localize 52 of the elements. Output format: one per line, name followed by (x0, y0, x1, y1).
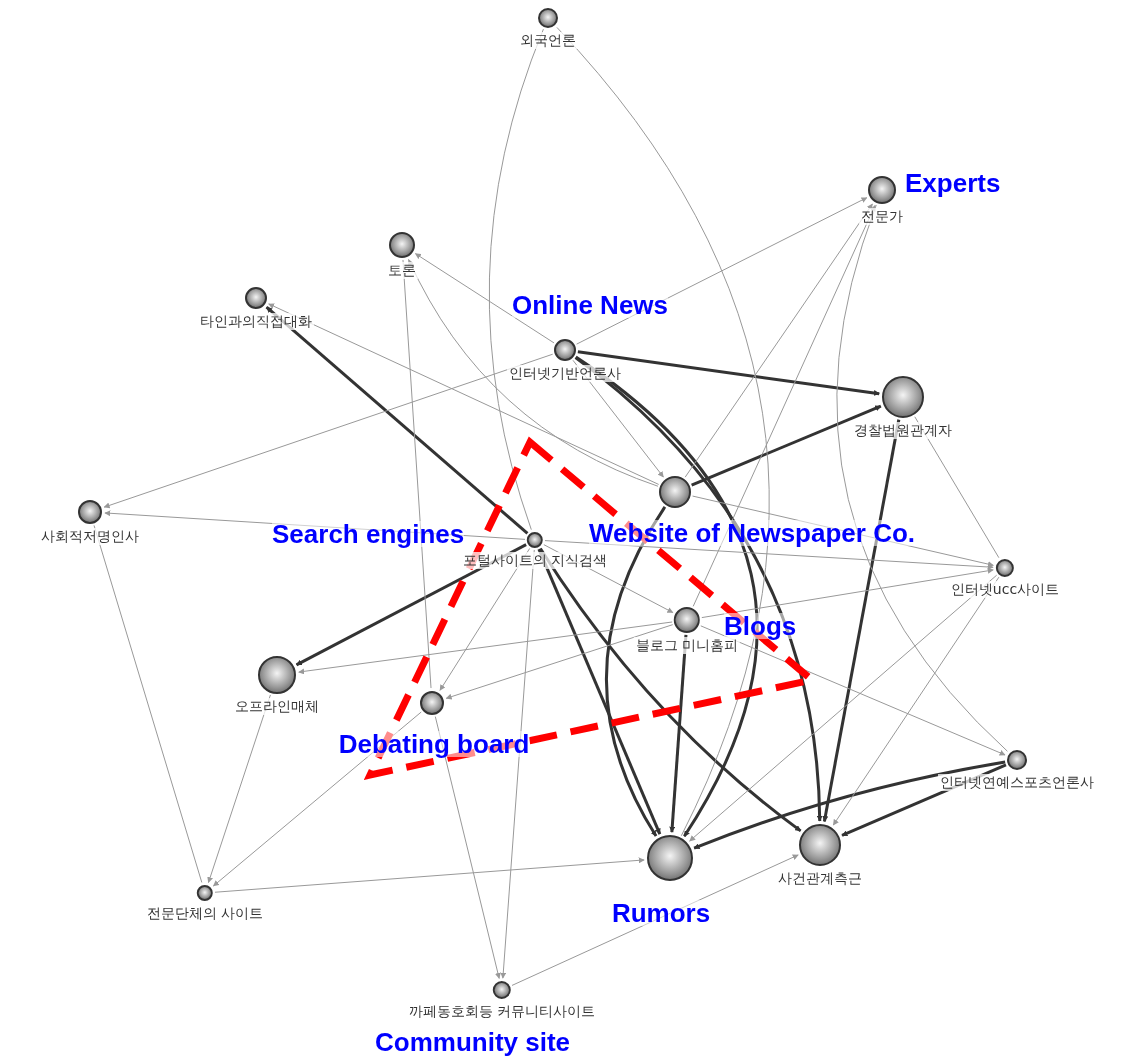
arrow (408, 259, 659, 487)
node-label: Website of Newspaper Co. (589, 520, 915, 546)
node-label: Rumors (611, 900, 711, 926)
arrow (500, 549, 535, 979)
arrow (298, 621, 673, 675)
node-label: 인터넷기반언론사 (507, 365, 623, 382)
arrow (574, 356, 823, 822)
node-label: 블로그 미니홈피 (633, 637, 741, 654)
node-label: 타인과의직접대화 (198, 313, 314, 330)
node-label: 경찰법원관계자 (852, 422, 954, 439)
arrow (212, 711, 422, 887)
arrow (605, 506, 667, 837)
arrow (700, 625, 1006, 756)
arrow (295, 543, 527, 667)
arrow (692, 204, 876, 607)
arrow (575, 355, 759, 838)
arrow (268, 303, 660, 485)
node-label: 사건관계측근 (776, 870, 864, 887)
arrow (822, 419, 901, 822)
arrow (265, 306, 529, 535)
arrow (576, 197, 868, 345)
arrow (692, 495, 994, 567)
node-label: 전문가 (859, 208, 905, 225)
arrow (689, 574, 998, 842)
annotation-label: Online News (512, 292, 669, 318)
arrow (207, 694, 271, 884)
arrow (214, 857, 645, 893)
arrow (684, 203, 873, 478)
annotation-label: Blogs (724, 613, 797, 639)
annotation-label: Community site (375, 1029, 571, 1055)
arrow (539, 547, 802, 833)
annotation-label: Search engines (272, 521, 465, 547)
arrow (693, 760, 1006, 850)
arrow (669, 634, 688, 833)
arrow (544, 540, 994, 570)
node-label: 외국언론 (518, 32, 578, 49)
node-label: 인터넷연예스포츠언론사 (938, 774, 1096, 791)
arrow (701, 567, 994, 619)
node-label: Debating board (338, 731, 530, 757)
arrow (445, 624, 674, 700)
arrow (691, 404, 882, 487)
node-label: 사회적저명인사 (39, 528, 141, 545)
arrow (104, 510, 526, 540)
arrow (832, 576, 1000, 826)
arrow (511, 854, 799, 986)
arrow (577, 350, 880, 396)
arrow (434, 716, 501, 979)
arrow (439, 547, 531, 691)
arrow (414, 253, 555, 344)
arrow (537, 548, 662, 835)
arrow (103, 353, 554, 509)
node-label: 토론 (386, 262, 418, 279)
